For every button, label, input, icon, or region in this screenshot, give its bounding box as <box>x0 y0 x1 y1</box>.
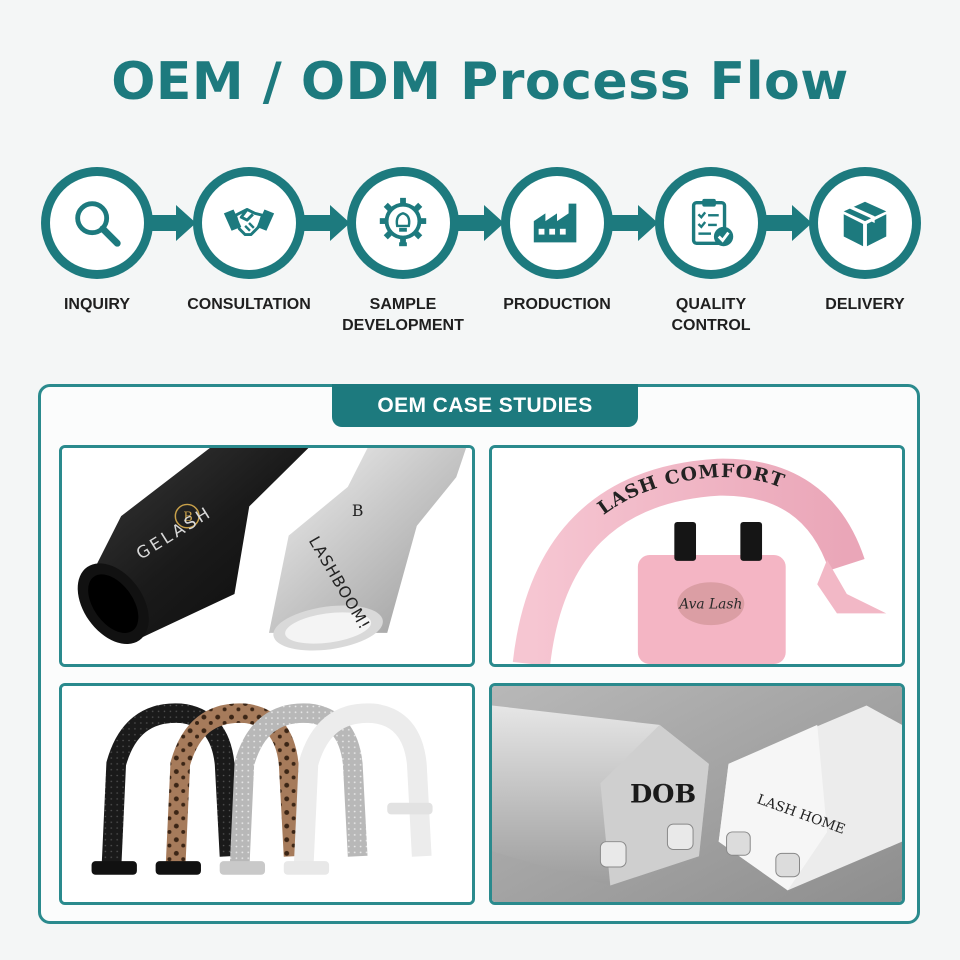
step-label: PRODUCTION <box>503 296 611 313</box>
page-title: OEM / ODM Process Flow <box>111 52 849 112</box>
step-label: DELIVERY <box>825 296 905 313</box>
step-label: INQUIRY <box>63 296 131 313</box>
factory-icon <box>533 203 577 243</box>
svg-text:B: B <box>183 510 192 525</box>
step-label: SAMPLE DEVELOPMENT <box>342 296 464 334</box>
step-ring <box>655 167 767 279</box>
case-card-devices: DOB LASH HOME <box>489 683 905 905</box>
case-studies-panel: OEM CASE STUDIES B GELASH <box>38 384 920 924</box>
arc-variants-image <box>62 686 472 902</box>
step-ring <box>501 167 613 279</box>
case-studies-tab: OEM CASE STUDIES <box>332 384 638 427</box>
arrow-right-icon <box>454 205 504 241</box>
arrow-right-icon <box>146 205 196 241</box>
process-flow: INQUIRY CONSULTATION <box>0 160 960 350</box>
case-studies-tab-label: OEM CASE STUDIES <box>377 393 593 417</box>
step-label: QUALITY CONTROL <box>671 296 751 334</box>
step-ring <box>809 167 921 279</box>
handshake-icon <box>223 208 275 237</box>
brand-text-a: DOB <box>630 780 696 810</box>
devices-image: DOB LASH HOME <box>492 686 902 902</box>
arrow-right-icon <box>762 205 812 241</box>
arrow-right-icon <box>300 205 350 241</box>
case-card-nozzles: B GELASH B LASHBOOM! <box>59 445 475 667</box>
lash-comfort-image: LASH COMFORT Ava Lash <box>492 448 902 664</box>
clipboard-check-icon <box>691 198 734 247</box>
svg-text:B: B <box>352 501 364 520</box>
nozzle-image: B GELASH B LASHBOOM! <box>62 448 472 664</box>
step-ring <box>347 167 459 279</box>
box-icon <box>843 201 887 247</box>
step-label: CONSULTATION <box>187 296 311 313</box>
step-ring <box>41 167 153 279</box>
magnifier-icon <box>75 201 121 247</box>
arrow-right-icon <box>608 205 658 241</box>
case-card-lash-comfort: LASH COMFORT Ava Lash <box>489 445 905 667</box>
case-card-arc-variants <box>59 683 475 905</box>
gear-lightbulb-icon <box>379 197 427 247</box>
logo-text: Ava Lash <box>677 597 742 613</box>
step-ring <box>193 167 305 279</box>
